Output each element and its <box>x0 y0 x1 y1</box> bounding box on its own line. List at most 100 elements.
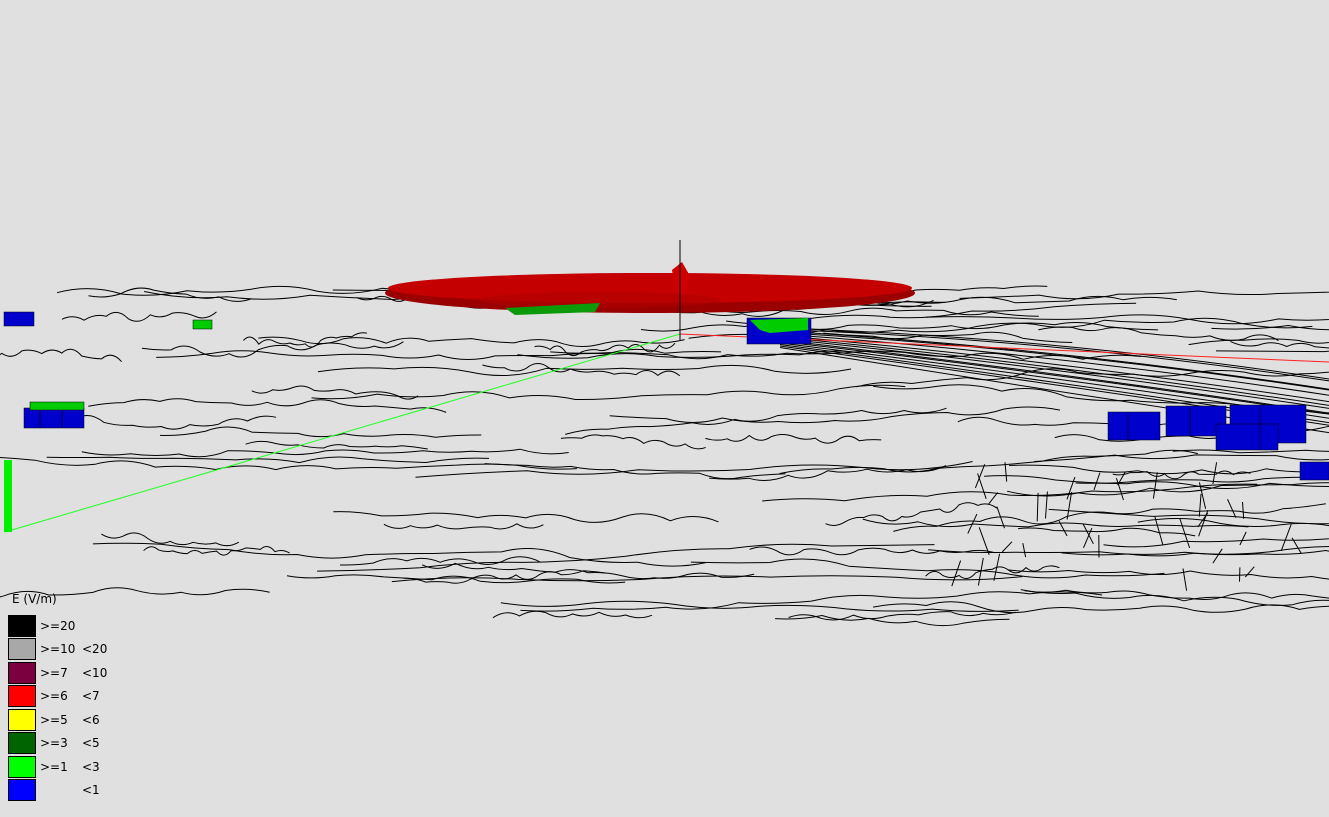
terrain-contour <box>1230 341 1329 356</box>
terrain-contour <box>384 524 544 529</box>
legend-swatch <box>8 615 36 637</box>
terrain-contour <box>0 457 577 470</box>
terrain-contour <box>1216 350 1329 365</box>
terrain-contour <box>705 434 881 443</box>
legend-item: >=6 <7 <box>8 685 107 709</box>
terrain-contour <box>565 408 946 434</box>
terrain-contour <box>750 547 994 555</box>
legend-item: >=10 <20 <box>8 638 107 662</box>
terrain-feature <box>1002 542 1012 552</box>
building-cluster-left[interactable] <box>24 402 84 428</box>
legend-low-label: >=3 <box>40 736 82 750</box>
building-cluster-right[interactable] <box>1108 405 1329 480</box>
terrain-contour <box>403 571 606 584</box>
terrain-contour <box>252 386 418 399</box>
terrain-contour <box>156 349 721 359</box>
legend-high-label: <3 <box>82 760 100 774</box>
terrain-contour <box>762 484 1257 501</box>
terrain-contour <box>392 576 1023 582</box>
terrain-contour <box>1104 531 1329 547</box>
terrain-contour <box>709 466 946 481</box>
building-cluster-far-left[interactable] <box>4 312 34 326</box>
terrain-contour <box>610 407 1060 423</box>
terrain-contour <box>1018 528 1195 536</box>
terrain-contour <box>1034 453 1329 462</box>
legend-item: >=20 <box>8 614 107 638</box>
legend-high-label: <5 <box>82 736 100 750</box>
terrain-feature <box>1213 549 1222 563</box>
terrain-contour <box>1113 471 1251 479</box>
terrain-feature <box>1037 493 1038 522</box>
legend-swatch <box>8 732 36 754</box>
terrain-contours <box>0 283 1329 626</box>
radiation-pattern <box>385 262 915 315</box>
terrain-contour <box>1009 465 1329 474</box>
field-strength-legend: E (V/m) >=20 >=10 <20 >=7 <10 >=6 <7 >=5… <box>8 592 107 802</box>
terrain-contour <box>1076 472 1329 483</box>
terrain-contour <box>318 365 851 375</box>
terrain-contour <box>47 457 489 463</box>
legend-item: >=7 <10 <box>8 661 107 685</box>
y-axis <box>5 334 680 532</box>
terrain-contour <box>333 512 718 523</box>
road-line <box>780 339 1329 409</box>
legend-item: >=1 <3 <box>8 755 107 779</box>
legend-low-label: >=5 <box>40 713 82 727</box>
legend-low-label: >=1 <box>40 760 82 774</box>
terrain-contour <box>873 602 1329 613</box>
terrain-contour <box>561 435 706 449</box>
terrain-contour <box>340 557 541 565</box>
legend-low-label: >=7 <box>40 666 82 680</box>
terrain-contour <box>93 543 706 566</box>
terrain-feature <box>1005 462 1007 481</box>
legend-item: >=3 <5 <box>8 732 107 756</box>
legend-low-label: >=10 <box>40 642 82 656</box>
terrain-contour <box>493 611 652 618</box>
legend-swatch <box>8 685 36 707</box>
legend-item: >=5 <6 <box>8 708 107 732</box>
terrain-contour <box>243 333 367 347</box>
terrain-feature <box>1281 524 1291 551</box>
legend-high-label: <6 <box>82 713 100 727</box>
terrain-feature <box>975 464 984 488</box>
terrain-contour <box>780 450 1198 473</box>
terrain-contour <box>246 441 428 449</box>
building-small-green[interactable] <box>193 320 212 329</box>
terrain-contour <box>88 399 446 413</box>
building-center[interactable] <box>747 318 811 344</box>
legend-item: <1 <box>8 779 107 803</box>
buildings[interactable] <box>4 312 1329 532</box>
terrain-feature <box>1245 567 1254 577</box>
legend-swatch <box>8 709 36 731</box>
terrain-contour <box>287 575 625 583</box>
terrain-contour <box>893 504 1326 532</box>
terrain-feature <box>1155 517 1163 545</box>
terrain-contour <box>0 349 122 361</box>
terrain-feature <box>1228 499 1236 518</box>
terrain-feature <box>1240 532 1246 545</box>
terrain-feature <box>1118 472 1126 485</box>
terrain-feature <box>952 561 961 587</box>
legend-swatch <box>8 638 36 660</box>
terrain-feature <box>978 474 987 499</box>
terrain-feature <box>1243 502 1244 519</box>
terrain-contour <box>89 288 252 301</box>
legend-low-label: >=6 <box>40 689 82 703</box>
legend-title: E (V/m) <box>12 592 107 606</box>
road-line <box>780 333 1329 391</box>
legend-high-label: <10 <box>82 666 107 680</box>
terrain-feature <box>1023 543 1026 557</box>
legend-items: >=20 >=10 <20 >=7 <10 >=6 <7 >=5 <6 >=3 … <box>8 614 107 802</box>
terrain-contour <box>317 544 934 571</box>
terrain-contour <box>82 449 569 457</box>
terrain-contour <box>691 559 1165 578</box>
terrain-contour <box>863 519 1249 527</box>
terrain-feature <box>1199 494 1201 517</box>
terrain-contour <box>1062 547 1329 556</box>
terrain-feature <box>989 492 998 504</box>
building-edge-green[interactable] <box>4 460 12 532</box>
terrain-feature <box>1083 524 1094 544</box>
legend-high-label: <20 <box>82 642 107 656</box>
